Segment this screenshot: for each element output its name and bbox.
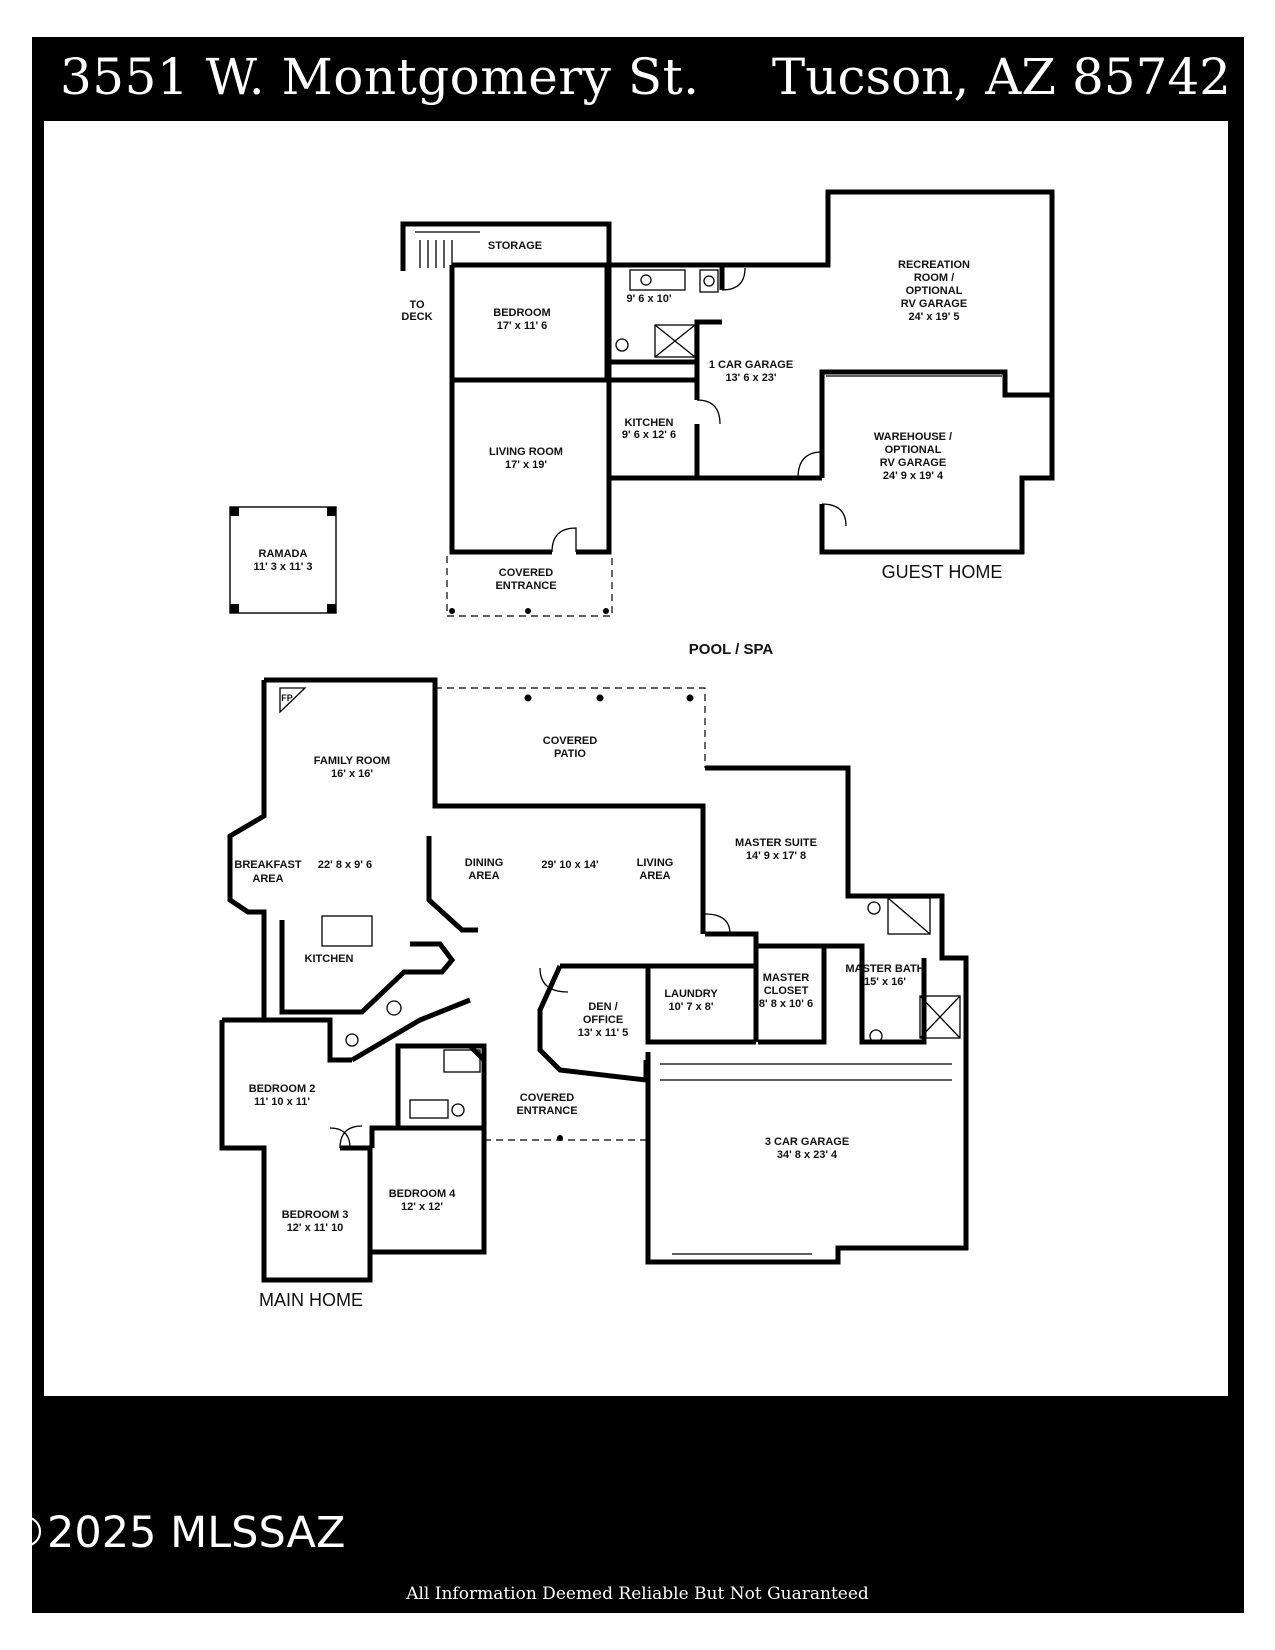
fireplace-label: FP <box>281 693 293 703</box>
main-home-labels: FP FAMILY ROOM 16' x 16' COVERED PATIO B… <box>234 693 924 1310</box>
disclaimer-text: All Information Deemed Reliable But Not … <box>406 1584 869 1604</box>
patio-line-1: COVERED <box>543 735 597 747</box>
pool-spa-label: POOL / SPA <box>689 641 774 658</box>
breakfast-line-1: BREAKFAST <box>234 859 302 871</box>
main-home-caption: MAIN HOME <box>259 1290 363 1310</box>
plan-area <box>44 121 1228 1396</box>
guest-entrance-line-1: COVERED <box>499 567 553 579</box>
closet-line-1: MASTER <box>763 972 810 984</box>
ramada-name: RAMADA <box>259 548 308 560</box>
breakfast-line-2: AREA <box>252 873 283 885</box>
guest-living-name: LIVING ROOM <box>489 446 563 458</box>
breakfast-size: 22' 8 x 9' 6 <box>318 859 372 871</box>
ramada-labels: RAMADA 11' 3 x 11' 3 <box>253 548 312 573</box>
to-deck-label-2: DECK <box>401 311 432 323</box>
bedroom-2-size: 11' 10 x 11' <box>254 1096 310 1108</box>
master-bath-name: MASTER BATH <box>845 963 924 975</box>
family-room-size: 16' x 16' <box>331 768 373 780</box>
living-line-1: LIVING <box>637 857 674 869</box>
guest-bedroom-size: 17' x 11' 6 <box>497 320 548 332</box>
city-title: Tucson, AZ 85742 <box>771 48 1231 106</box>
laundry-name: LAUNDRY <box>664 988 718 1000</box>
warehouse-size: 24' 9 x 19' 4 <box>883 470 944 482</box>
bedroom-2-name: BEDROOM 2 <box>249 1083 316 1095</box>
kitchen-label: KITCHEN <box>305 953 354 965</box>
storage-label: STORAGE <box>488 240 542 252</box>
family-room-name: FAMILY ROOM <box>314 755 390 767</box>
great-room-size: 29' 10 x 14' <box>541 859 599 871</box>
guest-living-size: 17' x 19' <box>505 459 547 471</box>
master-suite-name: MASTER SUITE <box>735 837 817 849</box>
warehouse-line-2: OPTIONAL <box>885 444 942 456</box>
den-line-2: OFFICE <box>583 1014 623 1026</box>
guest-entrance-line-2: ENTRANCE <box>495 580 556 592</box>
living-line-2: AREA <box>639 870 670 882</box>
dining-line-1: DINING <box>465 857 504 869</box>
guest-kitchen-size: 9' 6 x 12' 6 <box>622 429 676 441</box>
master-suite-size: 14' 9 x 17' 8 <box>746 850 806 862</box>
ramada-structure <box>229 506 337 614</box>
guest-bath-size: 9' 6 x 10' <box>627 293 672 305</box>
rec-room-line-2: ROOM / <box>914 272 954 284</box>
den-size: 13' x 11' 5 <box>578 1027 629 1039</box>
bedroom-4-name: BEDROOM 4 <box>389 1188 457 1200</box>
guest-garage-size: 13' 6 x 23' <box>725 372 776 384</box>
warehouse-line-1: WAREHOUSE / <box>874 431 952 443</box>
bedroom-3-name: BEDROOM 3 <box>282 1209 349 1221</box>
master-bath-size: 15' x 16' <box>864 976 906 988</box>
main-entrance-line-1: COVERED <box>520 1092 574 1104</box>
guest-bedroom-name: BEDROOM <box>493 307 550 319</box>
closet-line-2: CLOSET <box>764 985 809 997</box>
copyright-notice: ©2025 MLSSAZ <box>4 1508 346 1558</box>
dining-line-2: AREA <box>468 870 499 882</box>
address-title: 3551 W. Montgomery St. <box>60 48 700 106</box>
frame-rule-left <box>37 121 40 1396</box>
guest-garage-name: 1 CAR GARAGE <box>709 359 793 371</box>
patio-line-2: PATIO <box>554 748 586 760</box>
warehouse-line-3: RV GARAGE <box>880 457 946 469</box>
guest-kitchen-name: KITCHEN <box>625 417 674 429</box>
rec-room-line-3: OPTIONAL <box>906 285 963 297</box>
main-garage-name: 3 CAR GARAGE <box>765 1136 849 1148</box>
to-deck-label-1: TO <box>409 299 425 311</box>
laundry-size: 10' 7 x 8' <box>669 1001 714 1013</box>
rec-room-size: 24' x 19' 5 <box>908 311 959 323</box>
bedroom-4-size: 12' x 12' <box>401 1201 443 1213</box>
den-line-1: DEN / <box>588 1001 617 1013</box>
ramada-size: 11' 3 x 11' 3 <box>253 561 312 573</box>
guest-home-labels: STORAGE TO DECK BEDROOM 17' x 11' 6 9' 6… <box>401 240 1002 592</box>
bedroom-3-size: 12' x 11' 10 <box>287 1222 344 1234</box>
main-entrance-line-2: ENTRANCE <box>516 1105 577 1117</box>
guest-home-walls <box>400 189 1055 617</box>
main-garage-size: 34' 8 x 23' 4 <box>777 1149 838 1161</box>
guest-home-caption: GUEST HOME <box>882 562 1003 582</box>
frame-rule-right <box>1233 121 1236 1396</box>
main-home-walls <box>219 677 969 1283</box>
closet-size: 8' 8 x 10' 6 <box>759 998 813 1010</box>
rec-room-line-1: RECREATION <box>898 259 970 271</box>
rec-room-line-4: RV GARAGE <box>901 298 967 310</box>
